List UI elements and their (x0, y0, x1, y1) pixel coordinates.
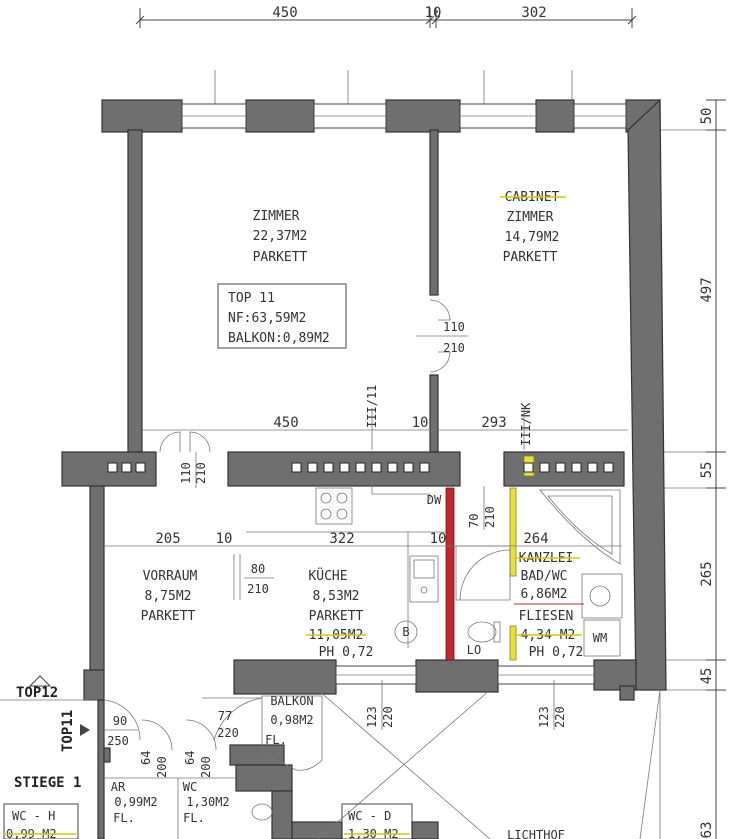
room-wc-floor: FL. (183, 811, 205, 825)
shaft-label-0: III/11 (365, 385, 379, 428)
room-bad-ph: PH 0,72 (529, 645, 584, 660)
lo-label: LO (467, 643, 481, 657)
svg-text:210: 210 (483, 506, 497, 528)
label-lichthof: LICHTHOF (507, 828, 565, 839)
svg-text:200: 200 (155, 756, 169, 778)
room-cabinet-area: 14,79M2 (505, 230, 560, 245)
dimension-top-1: 10 (425, 5, 442, 21)
svg-text:220: 220 (381, 706, 395, 728)
room-zimmer-area: 22,37M2 (253, 229, 308, 244)
dimension-right-4: 45 (699, 668, 715, 685)
room-balkon-name: BALKON (270, 694, 313, 708)
door-label-5: 123 (537, 706, 551, 728)
dim-middle-4: 264 (523, 531, 548, 547)
room-zimmer-floor: PARKETT (253, 250, 308, 265)
svg-text:210: 210 (194, 462, 208, 484)
dim-upper-2: 293 (481, 415, 506, 431)
room-cabinet-name: ZIMMER (507, 210, 554, 225)
room-ar-name: AR (111, 780, 126, 794)
door-label-1: 110 (179, 462, 193, 484)
apartment-balcony: BALKON:0,89M2 (228, 331, 330, 346)
room-kueche-area: 8,53M2 (313, 589, 360, 604)
room-vorraum-area: 8,75M2 (145, 589, 192, 604)
doors: 110 210 110 210 80 210 70 210 123 220 12… (103, 299, 567, 778)
dimension-top-0: 450 (272, 5, 297, 21)
dimension-right-0: 50 (699, 108, 715, 125)
red-partition-wall (445, 487, 455, 661)
dim-middle-0: 205 (155, 531, 180, 547)
door-label-2-bottom: 210 (247, 582, 269, 596)
room-vorraum-name: VORRAUM (143, 569, 198, 584)
door-label-3: 70 (467, 514, 481, 528)
door-label-0-bottom: 210 (443, 341, 465, 355)
stairwell-area: TOP12 TOP11 STIEGE 1 WC - H 0,99 M2 WC -… (0, 675, 661, 839)
vent-openings (107, 462, 614, 473)
room-zimmer-name: ZIMMER (253, 209, 300, 224)
label-wc-h: WC - H (12, 809, 55, 823)
label-wc-d: WC - D (348, 809, 391, 823)
room-balkon-area: 0,98M2 (270, 713, 313, 727)
dim-middle-2: 322 (329, 531, 354, 547)
room-kueche-floor: PARKETT (309, 609, 364, 624)
room-labels: ZIMMER 22,37M2 PARKETT CABINET ZIMMER 14… (104, 190, 584, 839)
room-bad-area: 6,86M2 (521, 587, 568, 602)
door-label-6-bottom: 220 (217, 726, 239, 740)
dim-upper-0: 450 (273, 415, 298, 431)
door-label-8: 64 (139, 751, 153, 765)
dimension-right-1: 497 (699, 277, 715, 302)
boiler-icon (394, 620, 418, 644)
door-label-2-top: 80 (251, 562, 265, 576)
room-wc-name: WC (183, 780, 197, 794)
dimension-right-2: 55 (699, 462, 715, 479)
right-dimension-chain: 50 497 55 265 45 63 (640, 99, 726, 839)
door-label-0-top: 110 (443, 320, 465, 334)
apartment-net-area: NF:63,59M2 (228, 311, 306, 326)
yellow-partition-wall (509, 487, 517, 577)
label-wc-d-area: 1,30 M2 (348, 827, 399, 839)
svg-text:200: 200 (199, 756, 213, 778)
door-label-6-top: 77 (218, 709, 232, 723)
door-label-9: 64 (183, 751, 197, 765)
door-label-7-bottom: 250 (107, 734, 129, 748)
dim-middle-3: 10 (430, 531, 447, 547)
room-balkon-floor: FL. (265, 733, 287, 747)
top-dimension-chain: 450 10 302 (135, 5, 637, 110)
room-ar-floor: FL. (113, 811, 135, 825)
label-wc-h-area: 0,99 M2 (6, 827, 57, 839)
boiler-label: B (402, 625, 409, 639)
room-cabinet-floor: PARKETT (503, 250, 558, 265)
label-top12: TOP12 (16, 685, 58, 701)
room-wc-area: 1,30M2 (186, 795, 229, 809)
dim-middle-1: 10 (216, 531, 233, 547)
room-bad-name: BAD/WC (521, 569, 568, 584)
fixtures: DW B WM LO (246, 476, 623, 821)
door-label-7-top: 90 (113, 714, 127, 728)
dimension-right-3: 265 (699, 561, 715, 586)
label-stiege: STIEGE 1 (14, 775, 81, 791)
room-bad-floor: FLIESEN (519, 609, 574, 624)
room-vorraum-floor: PARKETT (141, 609, 196, 624)
walls (61, 98, 667, 839)
room-kueche-ph: PH 0,72 (319, 645, 374, 660)
label-top11: TOP11 (60, 710, 76, 752)
room-ar-area: 0,99M2 (114, 795, 157, 809)
dim-upper-1: 10 (412, 415, 429, 431)
dimension-top-2: 302 (521, 5, 546, 21)
apartment-name: TOP 11 (228, 291, 275, 306)
room-kueche-name: KÜCHE (308, 567, 347, 584)
dimension-right-5: 63 (699, 822, 715, 839)
washing-machine-label: WM (593, 631, 607, 645)
apartment-info-box: TOP 11 NF:63,59M2 BALKON:0,89M2 (217, 283, 347, 349)
shaft-label-1: III/NK (519, 402, 533, 446)
dishwasher-label: DW (427, 493, 442, 507)
svg-text:220: 220 (553, 706, 567, 728)
inner-dimensions: 450 10 293 205 10 322 10 264 III/11 III/… (104, 385, 628, 547)
door-label-4: 123 (365, 706, 379, 728)
